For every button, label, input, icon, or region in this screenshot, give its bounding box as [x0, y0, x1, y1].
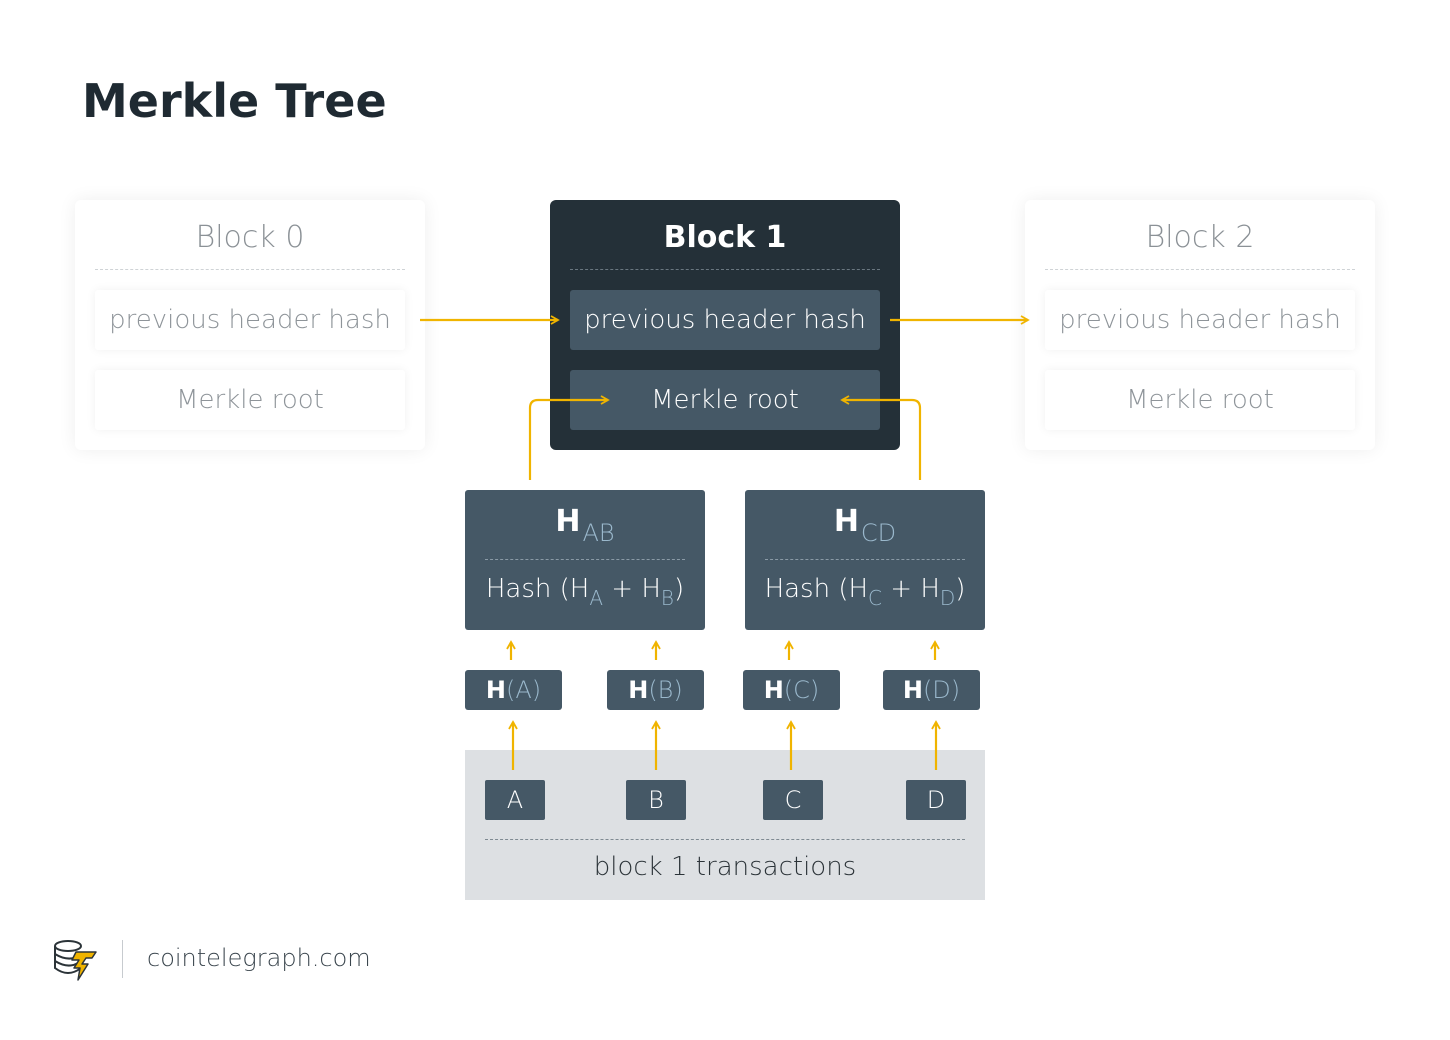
hash-subscript: AB [582, 519, 615, 547]
hash-subscript: CD [860, 519, 897, 547]
leaf-hash-symbol: H [763, 676, 784, 704]
block-0-previous-header-hash: previous header hash [95, 290, 405, 350]
block-2-merkle-root: Merkle root [1045, 370, 1355, 430]
hash-symbol: H [833, 504, 859, 539]
hash-node-cd-title: HCD [745, 504, 985, 547]
arrow-hcd-to-merkle-root [840, 395, 922, 480]
formula-prefix: Hash (H [485, 574, 590, 604]
formula-subscript-a: A [589, 586, 603, 610]
block-1-merkle-root: Merkle root [570, 370, 880, 430]
transactions-label: block 1 transactions [593, 852, 857, 882]
cointelegraph-logo-icon [54, 940, 97, 981]
leaf-hash-c: H(C) [743, 670, 840, 710]
leaf-hash-symbol: H [628, 676, 649, 704]
leaf-hash-a: H(A) [465, 670, 562, 710]
transaction-c: C [763, 780, 823, 820]
formula-plus: + H [882, 574, 940, 604]
arrow-hab-to-merkle-root [528, 395, 610, 480]
block-2-title: Block 2 [1145, 220, 1255, 255]
formula-suffix: ) [673, 574, 685, 604]
block-0-merkle-root: Merkle root [95, 370, 405, 430]
hash-node-ab-formula: Hash (HA + HB) [465, 574, 705, 610]
footer-site[interactable]: cointelegraph.com [147, 944, 371, 972]
block-0: Block 0 previous header hash Merkle root [75, 200, 425, 450]
leaf-hash-arg: (C) [783, 676, 820, 704]
divider [485, 559, 685, 560]
page-title: Merkle Tree [82, 74, 387, 128]
block-2-previous-header-hash: previous header hash [1045, 290, 1355, 350]
formula-plus: + H [603, 574, 661, 604]
block-2: Block 2 previous header hash Merkle root [1025, 200, 1375, 450]
formula-suffix: ) [955, 574, 966, 604]
leaf-hash-symbol: H [485, 676, 506, 704]
divider [485, 839, 965, 840]
transaction-d: D [906, 780, 966, 820]
hash-node-cd: HCD Hash (HC + HD) [745, 490, 985, 630]
block-1-previous-header-hash: previous header hash [570, 290, 880, 350]
leaf-hash-arg: (B) [648, 676, 683, 704]
divider [95, 269, 405, 270]
hash-symbol: H [555, 504, 581, 539]
transaction-a: A [485, 780, 545, 820]
transaction-b: B [626, 780, 686, 820]
leaf-hash-arg: (D) [922, 676, 961, 704]
formula-prefix: Hash (H [764, 574, 869, 604]
formula-subscript-c: C [868, 586, 882, 610]
leaf-hash-d: H(D) [883, 670, 980, 710]
leaf-hash-symbol: H [902, 676, 923, 704]
block-1: Block 1 previous header hash Merkle root [550, 200, 900, 450]
hash-node-cd-formula: Hash (HC + HD) [745, 574, 985, 610]
divider [570, 269, 880, 270]
transactions-panel: A B C D block 1 transactions [465, 750, 985, 900]
formula-subscript-d: D [939, 586, 956, 610]
footer-separator [122, 940, 123, 978]
divider [1045, 269, 1355, 270]
leaf-hash-arg: (A) [505, 676, 542, 704]
block-1-title: Block 1 [663, 220, 787, 255]
hash-node-ab-title: HAB [465, 504, 705, 547]
hash-node-ab: HAB Hash (HA + HB) [465, 490, 705, 630]
divider [765, 559, 965, 560]
block-0-title: Block 0 [195, 220, 305, 255]
leaf-hash-b: H(B) [607, 670, 704, 710]
formula-subscript-b: B [660, 586, 674, 610]
